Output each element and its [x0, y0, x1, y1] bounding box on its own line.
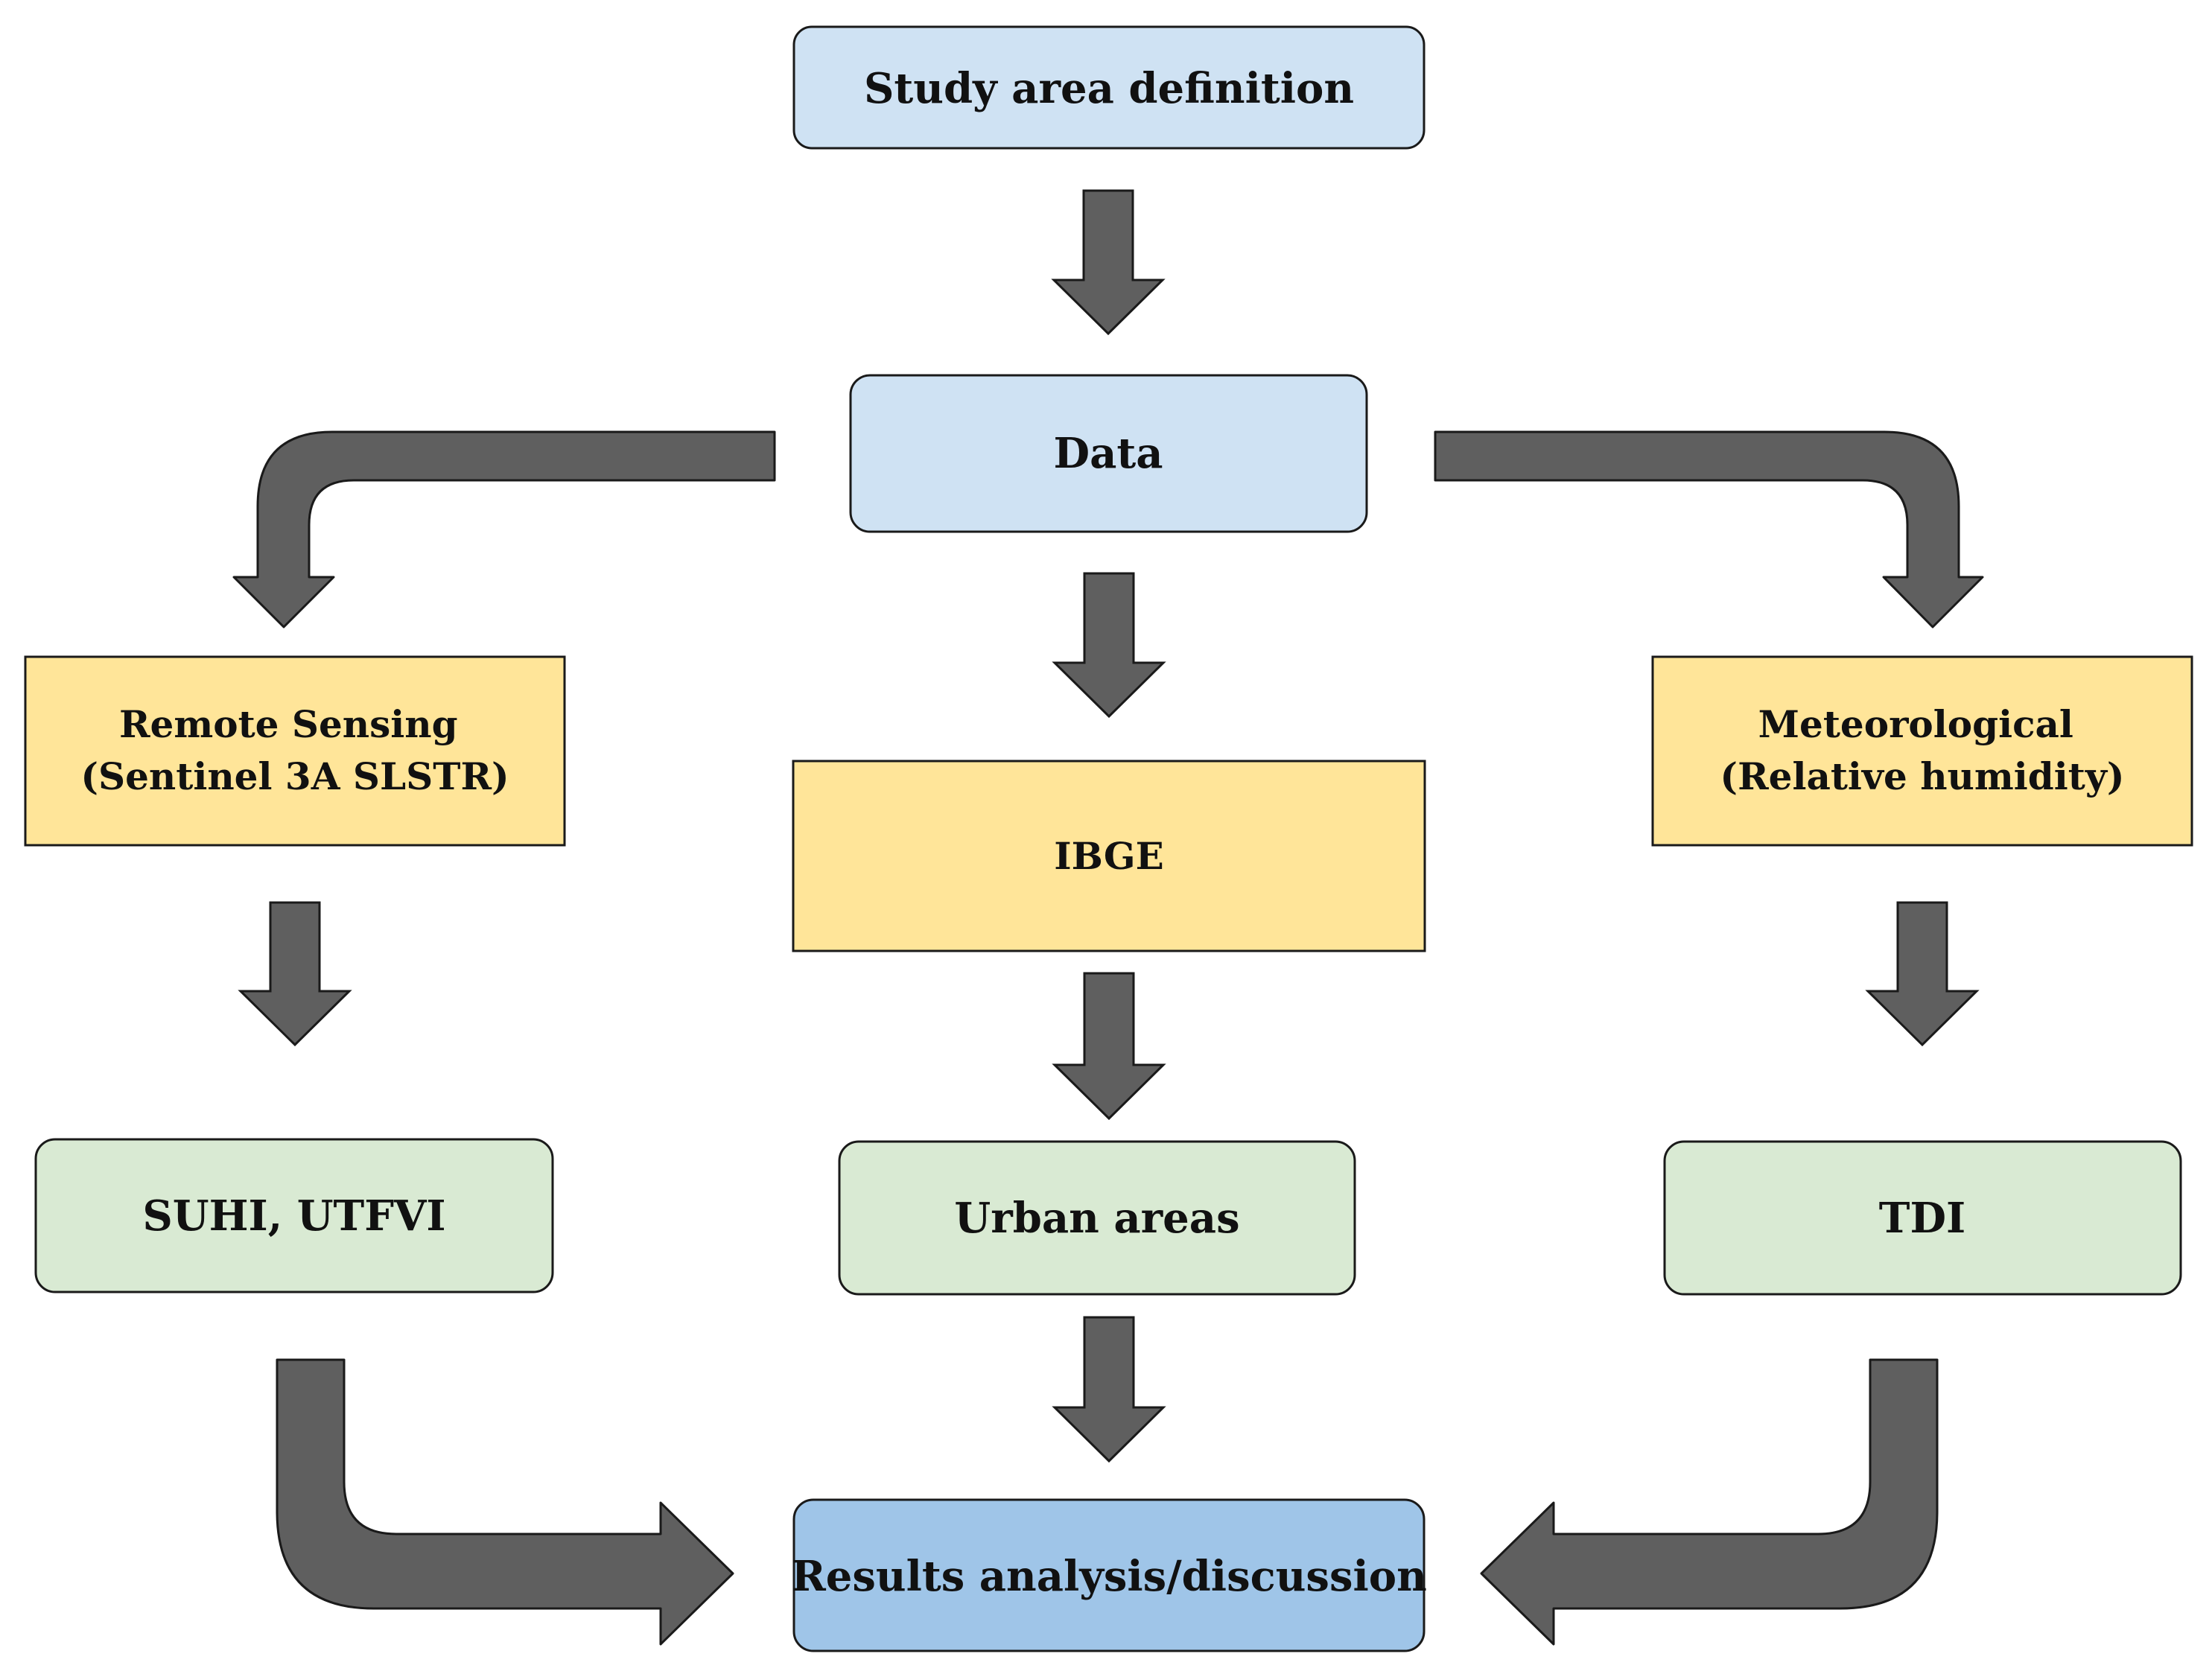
node-data: Data	[849, 374, 1368, 533]
node-tdi-label: TDI	[1879, 1194, 1965, 1243]
node-results-label: Results analysis/discussion	[791, 1552, 1427, 1601]
node-urban-areas: Urban areas	[838, 1140, 1356, 1296]
arrow-data-to-ibge	[1052, 572, 1166, 719]
node-suhi-label: SUHI, UTFVI	[142, 1191, 445, 1241]
node-meteorological-label: Meteorological (Relative humidity)	[1720, 702, 2124, 798]
arrow-urban-to-results	[1052, 1316, 1166, 1463]
node-ibge-label: IBGE	[1054, 834, 1163, 878]
remote-sensing-line-1: Remote Sensing	[119, 702, 458, 746]
node-meteorological: Meteorological (Relative humidity)	[1651, 655, 2193, 847]
arrow-study-to-data	[1051, 189, 1166, 336]
node-study-area-label: Study area definition	[864, 64, 1354, 113]
meteorological-line-1: Meteorological	[1758, 702, 2073, 746]
arrow-suhi-to-results	[276, 1358, 734, 1646]
arrow-ibge-to-urban	[1052, 972, 1166, 1121]
node-urban-areas-label: Urban areas	[954, 1194, 1239, 1243]
meteorological-line-2: (Relative humidity)	[1720, 754, 2124, 798]
remote-sensing-line-2: (Sentinel 3A SLSTR)	[80, 754, 509, 798]
node-data-label: Data	[1054, 429, 1163, 478]
node-remote-sensing: Remote Sensing (Sentinel 3A SLSTR)	[24, 655, 566, 847]
node-remote-sensing-label: Remote Sensing (Sentinel 3A SLSTR)	[80, 702, 509, 798]
node-ibge: IBGE	[792, 760, 1426, 952]
arrow-tdi-to-results	[1480, 1358, 1939, 1646]
node-suhi: SUHI, UTFVI	[34, 1138, 554, 1293]
node-tdi: TDI	[1663, 1140, 2182, 1296]
arrow-meteo-to-tdi	[1865, 901, 1980, 1047]
arrow-data-to-meteorological	[1434, 430, 1984, 628]
node-results: Results analysis/discussion	[791, 1498, 1427, 1652]
arrow-remote-to-suhi	[238, 901, 352, 1047]
node-study-area: Study area definition	[792, 25, 1426, 150]
arrow-data-to-remote-sensing	[232, 430, 776, 628]
